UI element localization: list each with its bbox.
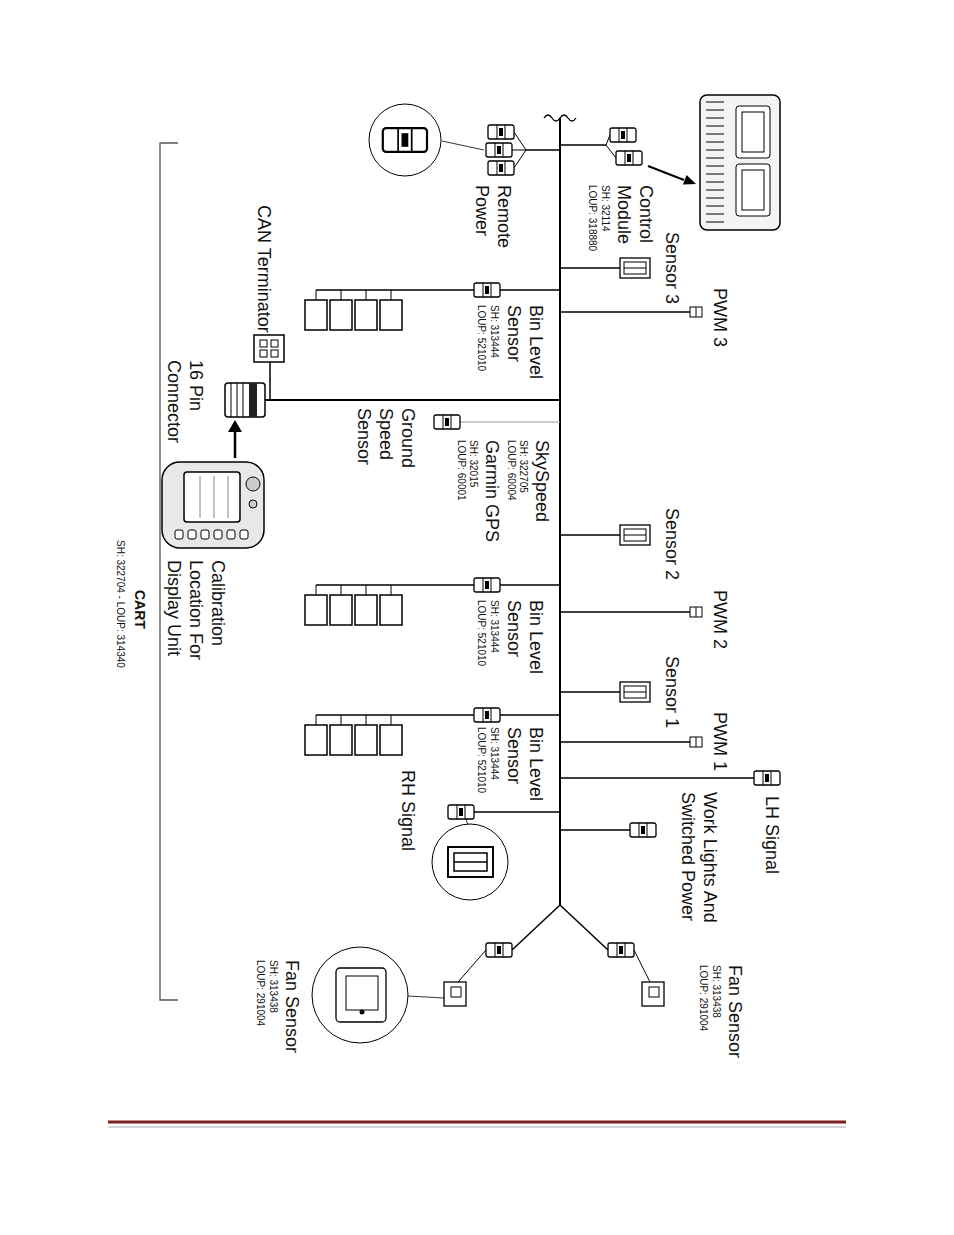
part-label: RH Signal	[396, 770, 418, 851]
part-number: LOUP: 318880	[586, 185, 598, 251]
part-label: Garmin GPS	[480, 440, 502, 542]
part-number: LOUP: 60004	[505, 440, 517, 501]
part-number: LOUP: 521010	[475, 600, 487, 666]
part-label: PWM 2	[708, 590, 730, 649]
part-label: Bin Level Sensor	[502, 600, 546, 690]
part-number: LOUP: 60001	[455, 440, 467, 501]
part-label: Calibration Location For Display Unit	[162, 560, 228, 710]
part-number: SH: 313438	[267, 960, 279, 1013]
part-label: Ground Speed Sensor	[352, 408, 418, 480]
part-number: LOUP: 521010	[475, 305, 487, 371]
part-number: SH: 313444	[488, 305, 500, 358]
part-number: SH: 313444	[488, 600, 500, 653]
part-number: LOUP: 291004	[697, 965, 709, 1031]
part-label: PWM 3	[708, 288, 730, 347]
part-label: Sensor 2	[660, 508, 682, 580]
part-label: SkySpeed	[530, 440, 552, 522]
part-number: SH: 313438	[710, 965, 722, 1018]
part-label: Bin Level Sensor	[502, 727, 546, 807]
part-number: SH: 313444	[488, 727, 500, 780]
part-label: Fan Sensor	[723, 965, 745, 1058]
part-label: Fan Sensor	[280, 960, 302, 1053]
part-label: Bin Level Sensor	[502, 305, 546, 395]
part-label: Work Lights And Switched Power	[676, 792, 720, 952]
part-number: SH: 32114	[599, 185, 611, 232]
part-label: Control Module	[612, 185, 656, 263]
part-label: Sensor 3	[660, 232, 682, 304]
part-number: SH: 322704 - LOUP: 314340	[114, 540, 126, 668]
part-label: CAN Terminator	[252, 205, 274, 333]
part-label: 16 Pin Connector	[162, 360, 206, 455]
part-label: CART	[131, 590, 148, 629]
part-label: Remote Power	[470, 185, 514, 263]
part-number: LOUP: 521010	[475, 727, 487, 793]
part-number: SH: 322705	[517, 440, 529, 493]
part-label: Sensor 1	[660, 656, 682, 728]
part-label: LH Signal	[760, 796, 782, 874]
part-number: LOUP: 291004	[254, 960, 266, 1026]
part-label: PWM 1	[708, 712, 730, 771]
part-number: SH: 32015	[467, 440, 479, 487]
